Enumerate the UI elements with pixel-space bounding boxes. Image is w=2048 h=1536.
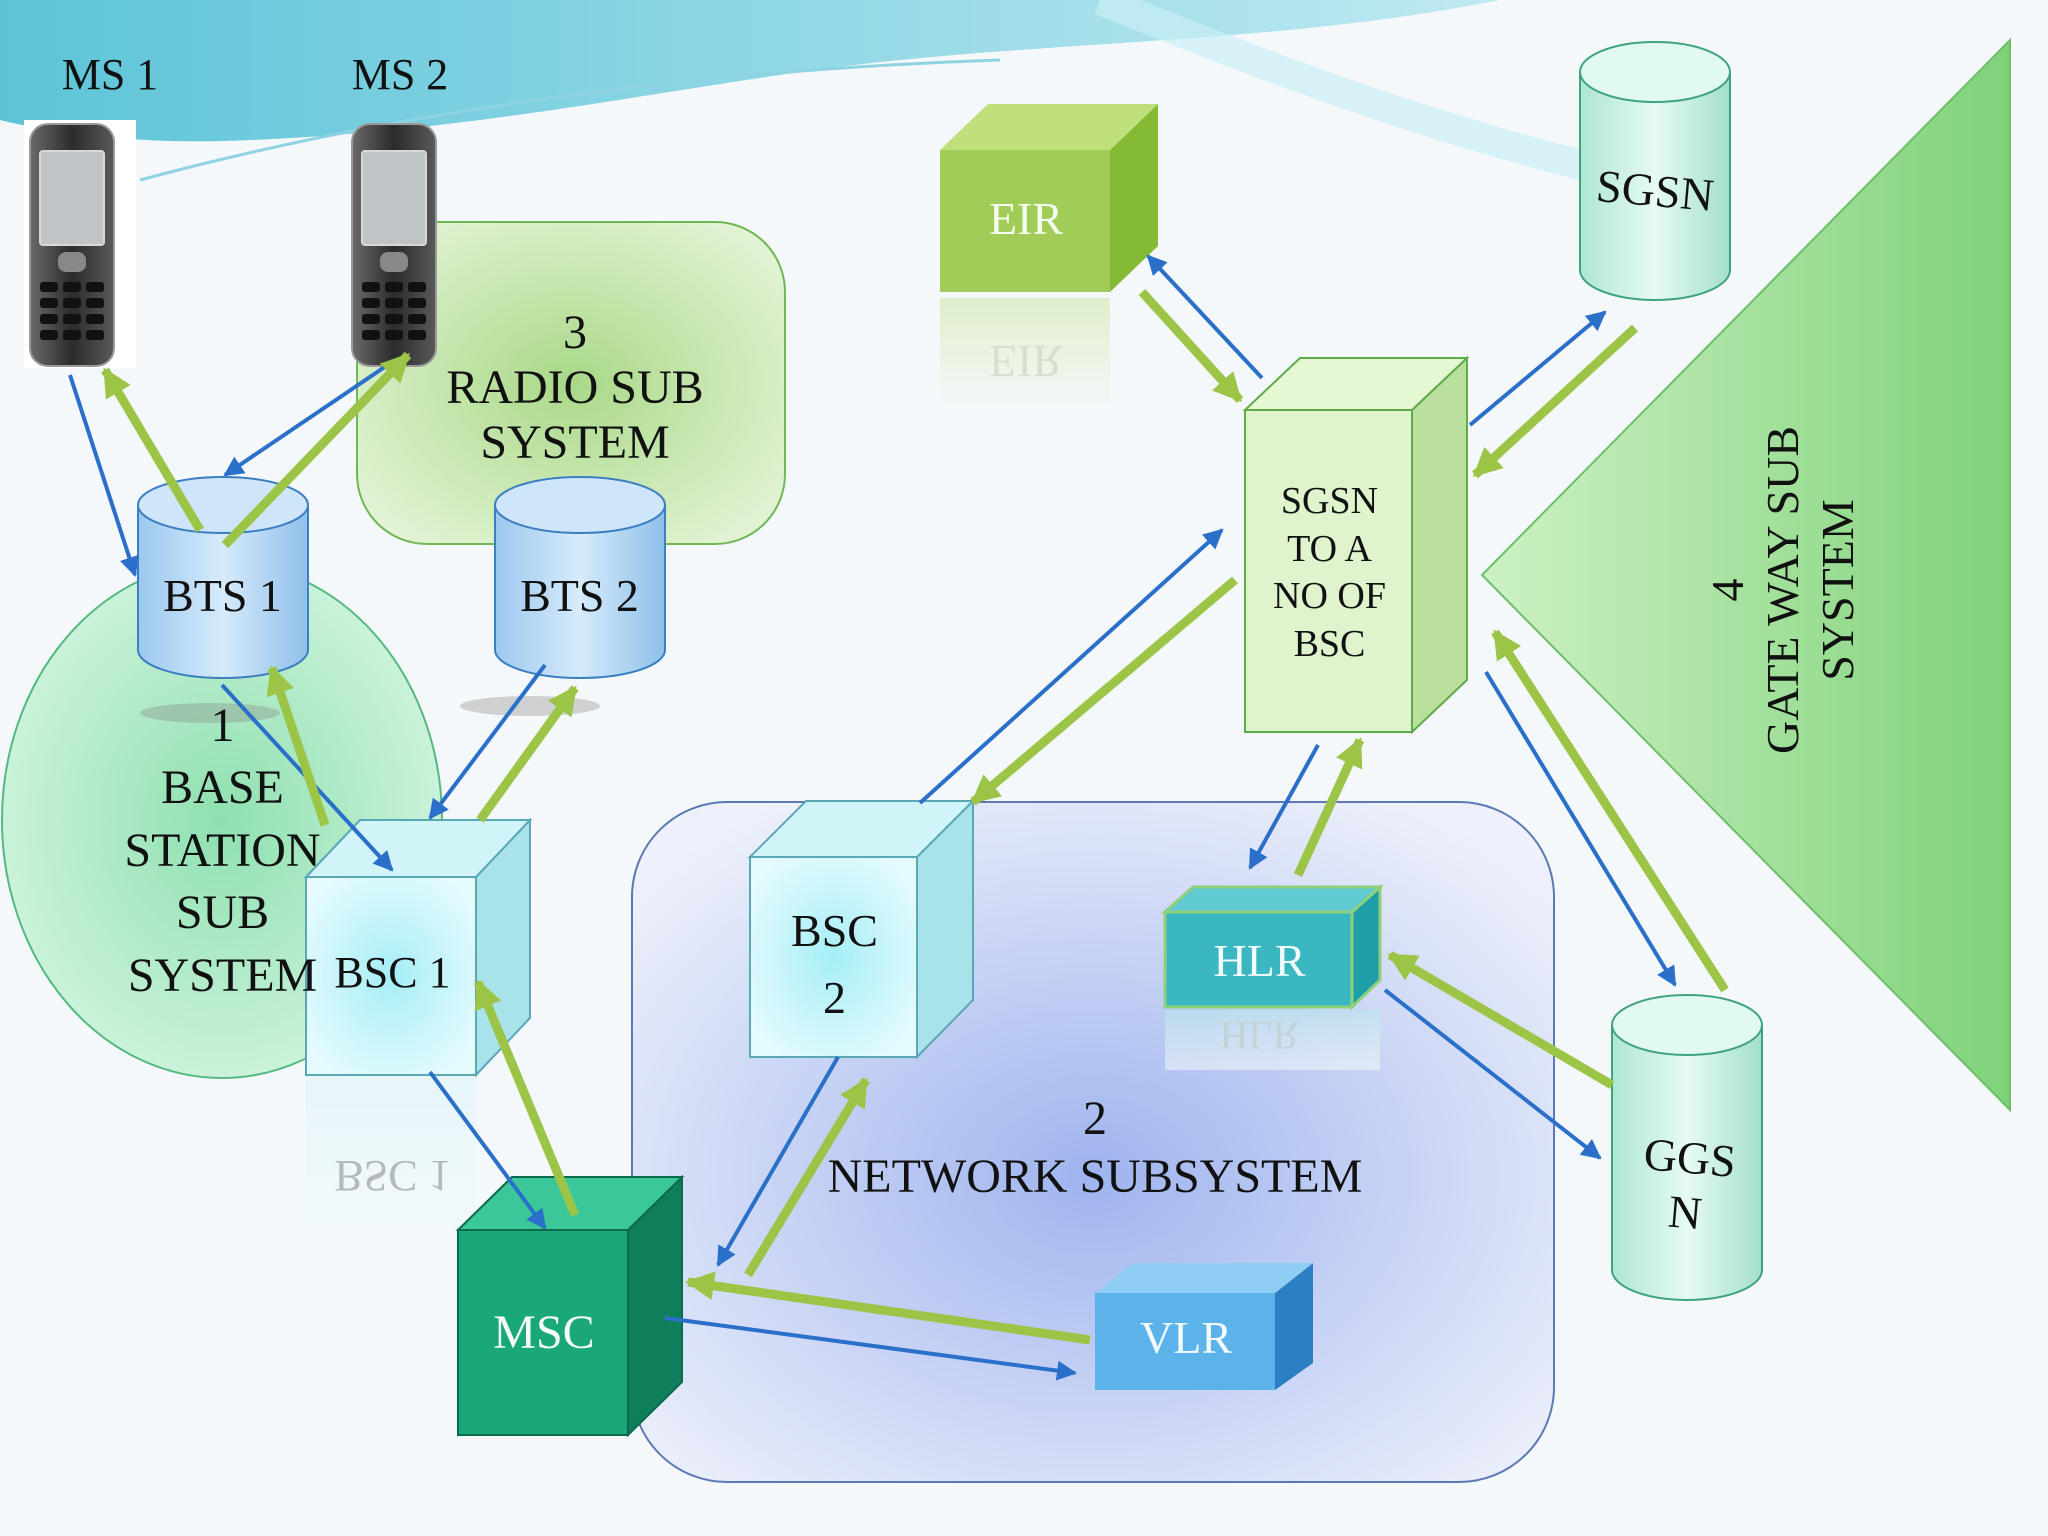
sgsn-bsc-to-ggsn-arrow: [1484, 670, 1677, 987]
hlr-to-ggsn-arrow: [1383, 988, 1602, 1160]
ggsn-label: GGS N: [1641, 1128, 1738, 1240]
bsc1-to-bts2-arrow: [476, 685, 579, 823]
gateway-subsystem-label: 4 GATE WAY SUB SYSTEM: [1702, 425, 1864, 755]
radio-subsystem-label: 3 RADIO SUB SYSTEM: [446, 306, 704, 470]
msc-to-bsc1-arrow: [473, 979, 580, 1217]
hlr-label: HLR: [1213, 935, 1306, 986]
header-wave: [0, 0, 1604, 185]
bsc1-to-bts1-arrow: [266, 665, 330, 827]
bsc-1-reflection-label: BSC 1: [334, 1151, 451, 1201]
bts-2-label: BTS 2: [520, 570, 639, 621]
sgsn-bsc-label: SGSN TO A NO OF BSC: [1273, 480, 1386, 665]
vlr-to-msc-arrow: [685, 1271, 1091, 1345]
mobile-phone-2-icon: [351, 123, 437, 367]
ms-1-label: MS 1: [61, 50, 159, 99]
mobile-phone-1-icon: [24, 120, 136, 368]
eir-box: [940, 104, 1158, 292]
ms-2-label: MS 2: [351, 50, 449, 99]
gateway-subsystem-triangle: [1480, 37, 2011, 1113]
bsc-1-label: BSC 1: [334, 948, 451, 997]
hlr-box: [1161, 883, 1384, 1011]
sgsn-to-sgsn-bsc-arrow: [1471, 324, 1639, 479]
bsc2-to-sgsn-bsc-arrow: [918, 528, 1224, 805]
sgsn-bsc-to-eir-arrow: [1146, 254, 1264, 380]
bts2-to-bsc1-arrow: [428, 663, 547, 820]
eir-reflection-label: EIR: [988, 345, 1064, 387]
sgsn-cylinder: [1579, 41, 1731, 301]
hlr-reflection-label: HLR: [1219, 1018, 1300, 1058]
hlr-to-sgsn-bsc-arrow: [1293, 737, 1365, 877]
ggsn-to-sgsn-bsc-arrow: [1491, 629, 1729, 993]
bsc-2-box: [747, 798, 976, 1060]
sgsn-bsc-to-sgsn-arrow: [1468, 310, 1607, 427]
bts1-to-ms2-arrow: [221, 351, 412, 549]
bts-2-cylinder: [494, 476, 666, 679]
eir-to-sgsn-bsc-arrow: [1138, 288, 1244, 404]
network-subsystem-label: 2 NETWORK SUBSYSTEM: [827, 1092, 1363, 1203]
ms2-to-bts1-arrow: [223, 358, 397, 477]
bts1-to-ms1-arrow: [101, 367, 204, 533]
ms1-to-bts1-arrow: [68, 374, 139, 577]
bsc2-to-msc-arrow: [716, 1056, 840, 1267]
vlr-label: VLR: [1140, 1312, 1232, 1363]
bsc-2-label: BSC 2: [791, 905, 878, 1023]
bsc1-to-msc-arrow: [428, 1070, 547, 1230]
bts2-shadow: [460, 696, 600, 716]
msc-to-bsc2-arrow: [744, 1077, 870, 1278]
ggsn-to-hlr-arrow: [1387, 951, 1615, 1089]
ggsn-cylinder: [1611, 994, 1763, 1301]
sgsn-bsc-to-bsc2-arrow: [970, 576, 1238, 806]
connection-arrows: [68, 254, 1729, 1381]
msc-to-vlr-arrow: [664, 1316, 1077, 1381]
msc-box: [455, 1174, 685, 1438]
msc-label: MSC: [493, 1306, 595, 1359]
base-station-subsystem-label: 1 BASE STATION SUB SYSTEM: [124, 699, 321, 1002]
bts-1-label: BTS 1: [163, 570, 282, 621]
sgsn-bsc-to-hlr-arrow: [1248, 744, 1320, 870]
eir-label: EIR: [988, 193, 1064, 244]
vlr-box: [1095, 1263, 1313, 1390]
sgsn-bsc-box: [1242, 355, 1470, 735]
